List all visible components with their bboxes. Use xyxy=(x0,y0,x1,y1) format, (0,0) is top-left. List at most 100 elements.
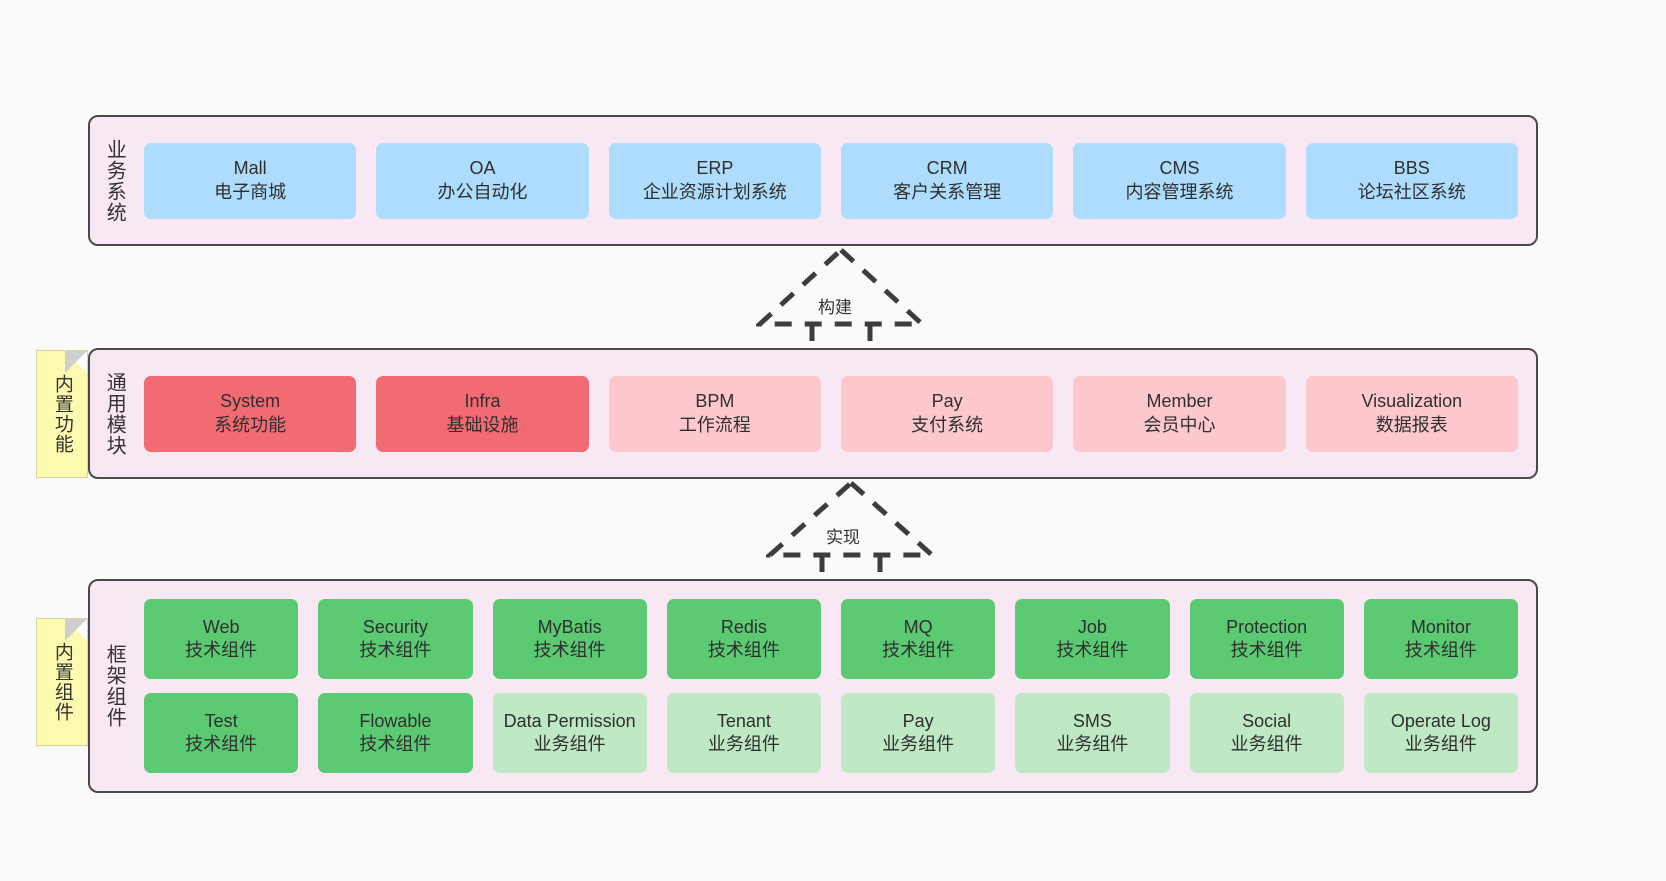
node-system[interactable]: System 系统功能 xyxy=(144,375,357,452)
arrow-label-realize: 实现 xyxy=(826,528,860,547)
note-builtin-component: 内置组件 xyxy=(36,618,88,746)
layer-title-framework-component: 框架组件 xyxy=(103,644,126,728)
node-title: Operate Log xyxy=(1390,710,1491,731)
node-title: Flowable xyxy=(359,710,432,731)
node-title: Tenant xyxy=(716,710,771,731)
node-subtitle: 技术组件 xyxy=(1230,640,1303,660)
node-subtitle: 技术组件 xyxy=(707,640,780,660)
node-protection[interactable]: Protection 技术组件 xyxy=(1189,599,1344,679)
node-mall[interactable]: Mall 电子商城 xyxy=(144,142,357,219)
node-web[interactable]: Web 技术组件 xyxy=(144,599,299,679)
node-title: Web xyxy=(202,616,240,637)
node-title: Member xyxy=(1146,391,1213,412)
node-visualization[interactable]: Visualization 数据报表 xyxy=(1305,375,1518,452)
layer-title-business-system: 业务系统 xyxy=(103,138,126,223)
node-subtitle: 业务组件 xyxy=(1404,734,1477,754)
node-title: ERP xyxy=(696,158,734,179)
node-title: Mall xyxy=(233,158,267,179)
node-operate-log[interactable]: Operate Log 业务组件 xyxy=(1363,693,1518,773)
node-title: SMS xyxy=(1072,710,1112,731)
node-tenant[interactable]: Tenant 业务组件 xyxy=(666,693,821,773)
node-title: MyBatis xyxy=(537,616,602,637)
node-title: Monitor xyxy=(1410,616,1471,637)
node-subtitle: 业务组件 xyxy=(533,734,606,754)
node-test[interactable]: Test 技术组件 xyxy=(144,693,299,773)
node-redis[interactable]: Redis 技术组件 xyxy=(666,599,821,679)
node-cms[interactable]: CMS 内容管理系统 xyxy=(1073,142,1286,219)
note-builtin-function: 内置功能 xyxy=(36,350,88,478)
node-member[interactable]: Member 会员中心 xyxy=(1073,375,1286,452)
node-subtitle: 业务组件 xyxy=(1230,734,1303,754)
node-pay-component[interactable]: Pay 业务组件 xyxy=(841,693,996,773)
node-subtitle: 技术组件 xyxy=(1404,640,1477,660)
node-subtitle: 技术组件 xyxy=(359,640,432,660)
framework-business-row: Test 技术组件 Flowable 技术组件 Data Permission … xyxy=(144,693,1518,773)
node-title: BPM xyxy=(695,391,735,412)
business-node-row: Mall 电子商城 OA 办公自动化 ERP 企业资源计划系统 CRM 客户关系… xyxy=(144,142,1518,219)
node-title: BBS xyxy=(1393,158,1430,179)
framework-tech-row: Web 技术组件 Security 技术组件 MyBatis 技术组件 Redi… xyxy=(144,599,1518,679)
node-subtitle: 内容管理系统 xyxy=(1125,181,1234,202)
node-title: Data Permission xyxy=(503,710,636,731)
node-mq[interactable]: MQ 技术组件 xyxy=(841,599,996,679)
node-title: Redis xyxy=(720,616,767,637)
node-subtitle: 业务组件 xyxy=(1056,734,1129,754)
node-title: OA xyxy=(469,158,496,179)
node-job[interactable]: Job 技术组件 xyxy=(1015,599,1170,679)
node-subtitle: 支付系统 xyxy=(911,414,984,435)
node-pay-module[interactable]: Pay 支付系统 xyxy=(840,375,1054,452)
node-oa[interactable]: OA 办公自动化 xyxy=(376,142,589,219)
node-subtitle: 基础设施 xyxy=(446,414,519,435)
node-title: Test xyxy=(204,710,238,731)
node-title: Visualization xyxy=(1361,391,1463,412)
node-subtitle: 会员中心 xyxy=(1143,414,1216,435)
arrow-label-build: 构建 xyxy=(818,298,852,317)
node-erp[interactable]: ERP 企业资源计划系统 xyxy=(608,142,821,219)
node-subtitle: 企业资源计划系统 xyxy=(642,181,787,202)
node-infra[interactable]: Infra 基础设施 xyxy=(376,375,589,452)
node-title: Pay xyxy=(902,710,934,731)
node-title: System xyxy=(220,391,281,412)
layer-body-business-system: Mall 电子商城 OA 办公自动化 ERP 企业资源计划系统 CRM 客户关系… xyxy=(138,117,1536,244)
node-subtitle: 业务组件 xyxy=(882,734,955,754)
node-subtitle: 数据报表 xyxy=(1375,414,1448,435)
node-crm[interactable]: CRM 客户关系管理 xyxy=(840,142,1054,219)
node-security[interactable]: Security 技术组件 xyxy=(318,599,473,679)
node-bbs[interactable]: BBS 论坛社区系统 xyxy=(1305,142,1518,219)
common-node-row: System 系统功能 Infra 基础设施 BPM 工作流程 Pay 支付系统… xyxy=(144,375,1518,452)
node-subtitle: 技术组件 xyxy=(185,640,258,660)
node-title: Social xyxy=(1242,710,1292,731)
node-subtitle: 技术组件 xyxy=(359,734,432,754)
node-sms[interactable]: SMS 业务组件 xyxy=(1015,693,1170,773)
node-title: Protection xyxy=(1226,616,1308,637)
node-title: CRM xyxy=(926,158,968,179)
layer-common-module: 通用模块 System 系统功能 Infra 基础设施 BPM 工作流程 Pay… xyxy=(88,348,1538,479)
node-subtitle: 电子商城 xyxy=(214,181,287,202)
arrow-stem xyxy=(809,324,873,348)
node-title: MQ xyxy=(903,616,933,637)
node-subtitle: 业务组件 xyxy=(707,734,780,754)
node-subtitle: 办公自动化 xyxy=(437,181,528,202)
node-subtitle: 客户关系管理 xyxy=(893,181,1002,202)
layer-body-framework-component: Web 技术组件 Security 技术组件 MyBatis 技术组件 Redi… xyxy=(138,581,1536,791)
node-subtitle: 系统功能 xyxy=(214,414,287,435)
layer-business-system: 业务系统 Mall 电子商城 OA 办公自动化 ERP 企业资源计划系统 CRM… xyxy=(88,115,1538,246)
node-title: CMS xyxy=(1159,158,1200,179)
node-data-permission[interactable]: Data Permission 业务组件 xyxy=(492,693,647,773)
node-bpm[interactable]: BPM 工作流程 xyxy=(608,375,821,452)
layer-framework-component: 框架组件 Web 技术组件 Security 技术组件 MyBatis 技术组件… xyxy=(88,579,1538,793)
layer-title-common-module: 通用模块 xyxy=(103,371,126,456)
node-title: Security xyxy=(362,616,428,637)
node-monitor[interactable]: Monitor 技术组件 xyxy=(1363,599,1518,679)
arrow-stem xyxy=(819,555,883,579)
node-subtitle: 技术组件 xyxy=(185,734,258,754)
layer-body-common-module: System 系统功能 Infra 基础设施 BPM 工作流程 Pay 支付系统… xyxy=(138,350,1536,477)
node-title: Job xyxy=(1077,616,1107,637)
node-subtitle: 技术组件 xyxy=(1056,640,1129,660)
node-social[interactable]: Social 业务组件 xyxy=(1189,693,1344,773)
node-subtitle: 论坛社区系统 xyxy=(1357,181,1466,202)
node-mybatis[interactable]: MyBatis 技术组件 xyxy=(492,599,647,679)
node-flowable[interactable]: Flowable 技术组件 xyxy=(318,693,473,773)
node-subtitle: 技术组件 xyxy=(533,640,606,660)
